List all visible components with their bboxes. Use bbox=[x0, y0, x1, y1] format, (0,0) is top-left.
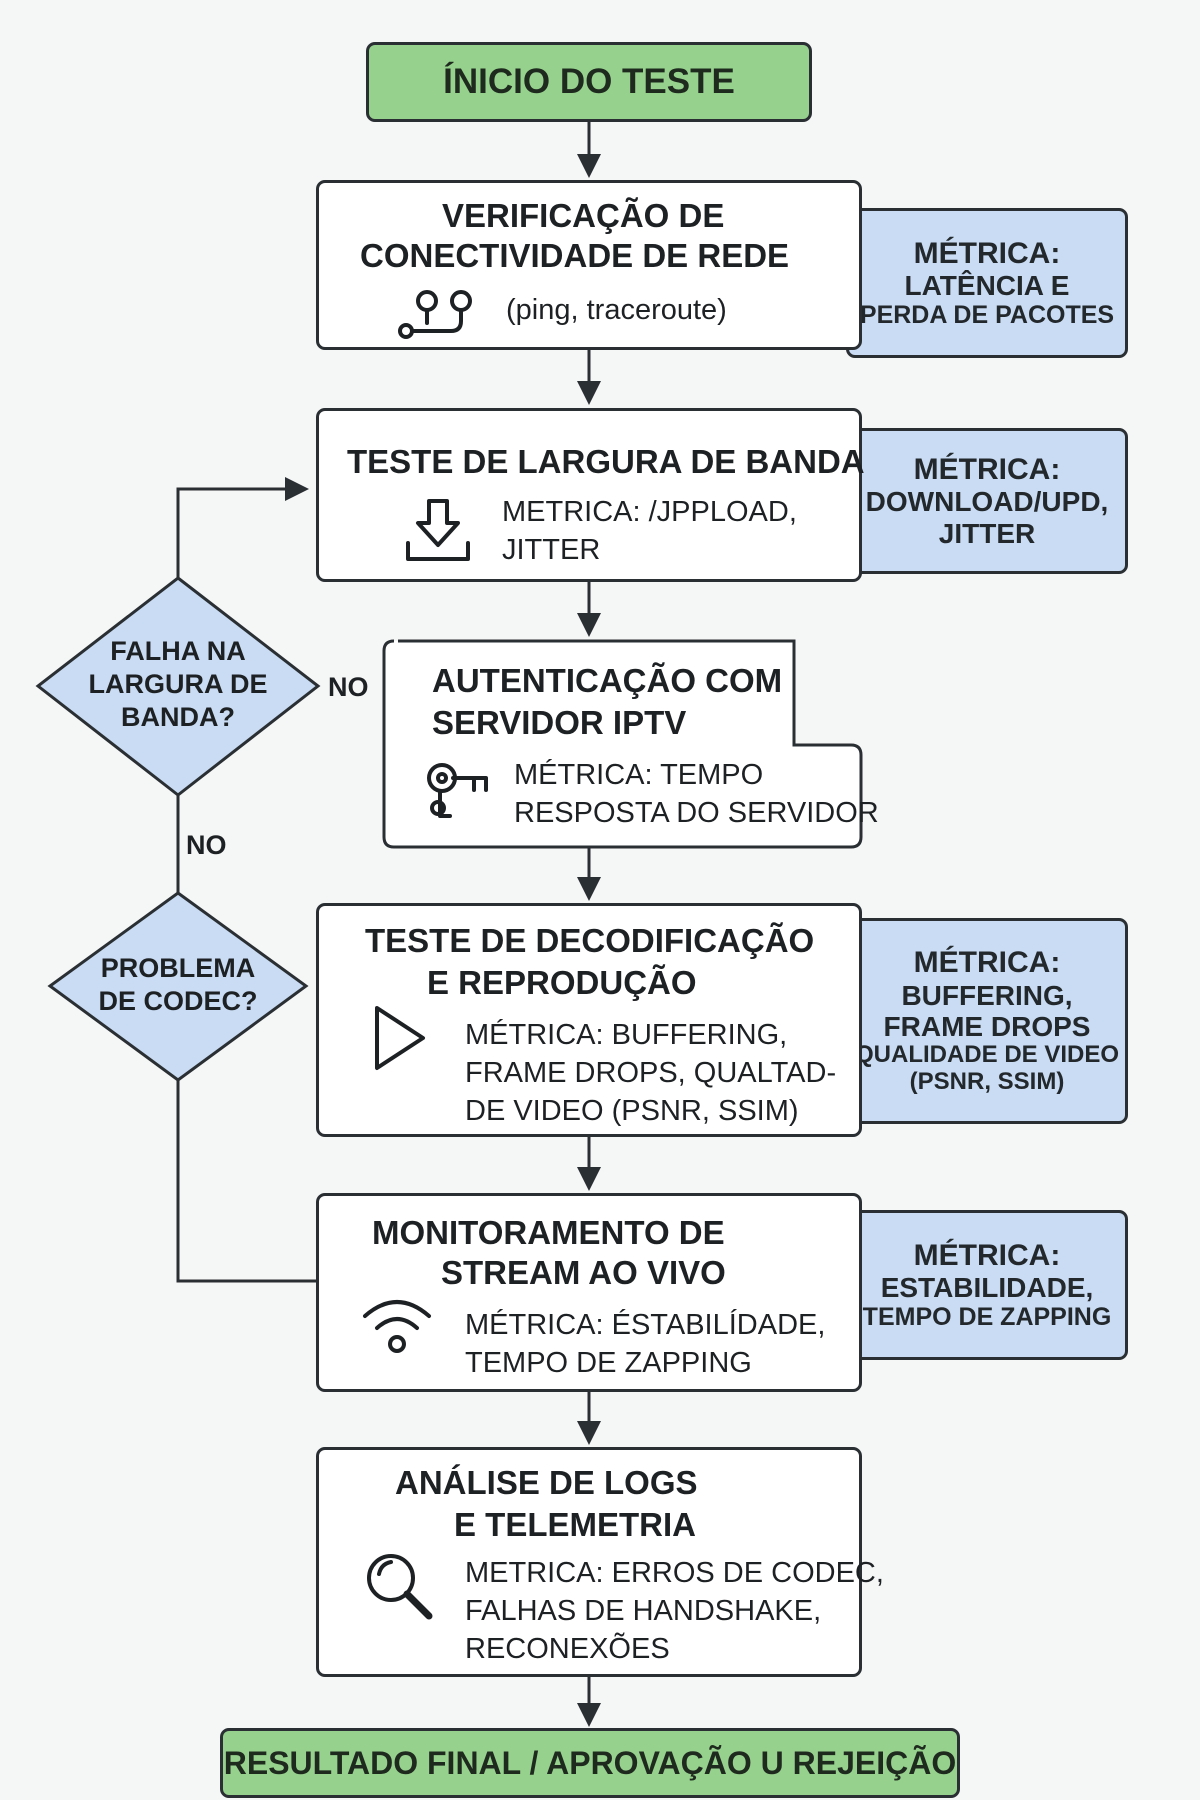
step-auth-detail-1: MÉTRICA: TEMPO bbox=[514, 759, 764, 791]
metric-stream-line-1: MÉTRICA: bbox=[913, 1238, 1061, 1272]
wifi-icon bbox=[363, 1300, 431, 1353]
metric-bandwidth-line-3: JITTER bbox=[938, 517, 1036, 549]
step-decode-detail-1: MÉTRICA: BUFFERING, bbox=[465, 1019, 788, 1051]
metric-decode-line-4: QUALIDADE DE VIDEO bbox=[854, 1041, 1120, 1069]
step-bandwidth-detail-2: JITTER bbox=[502, 534, 601, 566]
key-icon bbox=[427, 763, 488, 818]
link-codec-to-stream bbox=[176, 1080, 318, 1283]
arrow-loop-to-bandwidth bbox=[176, 477, 309, 578]
decision-bandwidth-fail: FALHA NA LARGURA DE BANDA? bbox=[58, 635, 298, 734]
decision-codec-problem-shape bbox=[47, 891, 309, 1082]
step-decode-detail-2: FRAME DROPS, QUALTAD- bbox=[465, 1057, 837, 1089]
step-bandwidth-test: TESTE DE LARGURA DE BANDA METRICA: /JPPL… bbox=[316, 408, 865, 582]
start-label: ÍNICIO DO TESTE bbox=[443, 62, 735, 101]
step-logs-detail-1: METRICA: ERROS DE CODEC, bbox=[465, 1557, 884, 1589]
step-log-telemetry-analysis: ANÁLISE DE LOGS E TELEMETRIA METRICA: ER… bbox=[316, 1447, 884, 1677]
network-nodes-icon bbox=[398, 290, 472, 339]
metric-bandwidth-line-1: MÉTRICA: bbox=[913, 452, 1061, 486]
decision-bandwidth-fail-line-1: FALHA NA bbox=[110, 636, 246, 666]
end-label: RESULTADO FINAL / APROVAÇÃO U REJEIÇÃO bbox=[223, 1744, 957, 1781]
step-network-detail: (ping, traceroute) bbox=[506, 294, 727, 326]
metric-network-line-1: MÉTRICA: bbox=[913, 236, 1061, 270]
step-decode-title-1: TESTE DE DECODIFICAÇÃO bbox=[365, 922, 815, 959]
metric-stream-line-2: ESTABILIDADE, bbox=[880, 1272, 1094, 1304]
metric-network-line-3: PERDA DE PACOTES bbox=[859, 301, 1115, 330]
decision-codec-problem-line-1: PROBLEMA bbox=[100, 953, 256, 983]
step-stream-detail-2: TEMPO DE ZAPPING bbox=[465, 1347, 752, 1379]
step-decode-detail-3: DE VIDEO (PSNR, SSIM) bbox=[465, 1095, 799, 1127]
step-decode-playback: TESTE DE DECODIFICAÇÃO E REPRODUÇÃO MÉTR… bbox=[316, 903, 862, 1137]
decision-bandwidth-fail-line-2: LARGURA DE bbox=[88, 669, 268, 699]
decision-bandwidth-fail-line-3: BANDA? bbox=[121, 702, 235, 732]
metric-panel-network: MÉTRICA: LATÊNCIA E PERDA DE PACOTES bbox=[846, 208, 1128, 358]
edge-label-bandwidth-fail-right: NO bbox=[328, 672, 369, 702]
step-stream-detail-1: MÉTRICA: ÉSTABILÍDADE, bbox=[465, 1309, 826, 1341]
step-decode-title-2: E REPRODUÇÃO bbox=[427, 964, 697, 1001]
start-terminal: ÍNICIO DO TESTE bbox=[366, 42, 812, 122]
end-terminal: RESULTADO FINAL / APROVAÇÃO U REJEIÇÃO bbox=[220, 1728, 960, 1798]
step-network-title-1: VERIFICAÇÃO DE bbox=[442, 197, 725, 234]
metric-panel-bandwidth: MÉTRICA: DOWNLOAD/UPD, JITTER bbox=[846, 428, 1128, 574]
magnifier-icon bbox=[367, 1554, 433, 1620]
metric-decode-line-3: FRAME DROPS bbox=[883, 1010, 1091, 1042]
metric-decode-line-2: BUFFERING, bbox=[901, 979, 1073, 1011]
metric-stream-line-3: TEMPO DE ZAPPING bbox=[862, 1303, 1112, 1332]
step-live-stream-monitoring: MONITORAMENTO DE STREAM AO VIVO MÉTRICA:… bbox=[316, 1193, 862, 1392]
step-network-title-2: CONECTIVIDADE DE REDE bbox=[360, 237, 790, 274]
step-network-connectivity: VERIFICAÇÃO DE CONECTIVIDADE DE REDE (pi… bbox=[316, 180, 862, 350]
step-auth-title-2: SERVIDOR IPTV bbox=[432, 704, 687, 741]
decision-codec-problem: PROBLEMA DE CODEC? bbox=[58, 952, 298, 1018]
step-auth-detail-2: RESPOSTA DO SERVIDOR bbox=[514, 797, 879, 829]
metric-panel-stream: MÉTRICA: ESTABILIDADE, TEMPO DE ZAPPING bbox=[846, 1210, 1128, 1360]
metric-decode-line-5: (PSNR, SSIM) bbox=[909, 1068, 1065, 1096]
step-stream-title-2: STREAM AO VIVO bbox=[441, 1254, 726, 1291]
step-bandwidth-detail-1: METRICA: /JPPLOAD, bbox=[502, 496, 797, 528]
step-logs-title-2: E TELEMETRIA bbox=[454, 1506, 697, 1543]
step-auth-title-1: AUTENTICAÇÃO COM bbox=[432, 662, 783, 699]
decision-codec-problem-line-2: DE CODEC? bbox=[98, 986, 258, 1016]
metric-bandwidth-line-2: DOWNLOAD/UPD, bbox=[865, 486, 1109, 518]
play-icon bbox=[375, 1006, 425, 1070]
step-logs-title-1: ANÁLISE DE LOGS bbox=[395, 1464, 698, 1501]
step-logs-detail-3: RECONEXÕES bbox=[465, 1633, 670, 1665]
metric-decode-line-1: MÉTRICA: bbox=[913, 945, 1061, 979]
edge-label-bandwidth-fail-down: NO bbox=[186, 830, 227, 860]
metric-network-line-2: LATÊNCIA E bbox=[904, 270, 1070, 302]
step-stream-title-1: MONITORAMENTO DE bbox=[372, 1214, 725, 1251]
download-icon bbox=[406, 499, 470, 561]
step-logs-detail-2: FALHAS DE HANDSHAKE, bbox=[465, 1595, 822, 1627]
decision-bandwidth-fail-shape bbox=[35, 576, 321, 797]
auth-box-shape bbox=[382, 639, 863, 849]
step-bandwidth-title: TESTE DE LARGURA DE BANDA bbox=[347, 443, 865, 480]
metric-panel-decode: MÉTRICA: BUFFERING, FRAME DROPS QUALIDAD… bbox=[846, 918, 1128, 1124]
